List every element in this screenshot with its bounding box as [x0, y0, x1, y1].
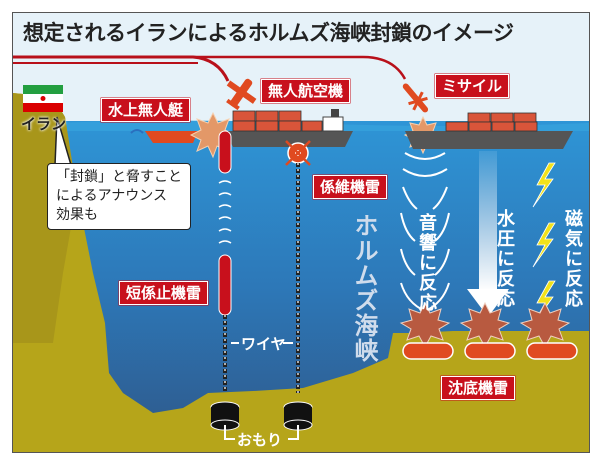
speech-bubble: 「封鎖」と脅すこと によるアナウンス 効果も — [47, 163, 191, 230]
acoustic-waves — [400, 152, 450, 313]
bottom-mine-bursts — [399, 301, 571, 349]
diagram-frame: 想定されるイランによるホルムズ海峡封鎖のイメージ イラン 「封鎖」と脅すこと に… — [12, 12, 590, 453]
pressure-trigger-label: 水圧に反応 — [494, 209, 515, 309]
country-label: イラン — [21, 115, 67, 133]
wire-label: ワイヤ — [241, 335, 286, 353]
magnetic-trigger-label: 磁気に反応 — [562, 209, 583, 309]
bubble-line: によるアナウンス — [56, 188, 168, 204]
pressure-arrow — [467, 151, 509, 317]
moored-mine-label: 係維機雷 — [313, 175, 388, 199]
missile-label: ミサイル — [435, 74, 510, 98]
bubble-line: 効果も — [56, 207, 98, 223]
bottom-mine-cylinders — [402, 342, 578, 360]
cargo-ship-2 — [405, 112, 573, 149]
cargo-ship-1 — [225, 109, 353, 147]
page-title: 想定されるイランによるホルムズ海峡封鎖のイメージ — [23, 21, 514, 45]
uav-icon — [226, 78, 257, 111]
weight-label: おもり — [237, 431, 283, 449]
bubble-line: 「封鎖」と脅すこと — [56, 169, 182, 185]
iran-flag-icon — [23, 85, 63, 112]
scene-illustration — [13, 55, 589, 452]
short-moored-mine-label: 短係止機雷 — [119, 281, 209, 305]
moored-mine — [283, 140, 313, 431]
acoustic-trigger-label: 音響に反応 — [416, 213, 437, 313]
missile-icon — [402, 83, 429, 113]
seabed — [13, 93, 589, 452]
uav-label: 無人航空機 — [261, 79, 351, 103]
bottom-mine-label: 沈底機雷 — [441, 376, 516, 400]
surface-drone-boat-label: 水上無人艇 — [101, 98, 191, 122]
strait-label: ホルムズ海峡 — [350, 213, 379, 363]
surface-drone-boat — [130, 129, 198, 143]
